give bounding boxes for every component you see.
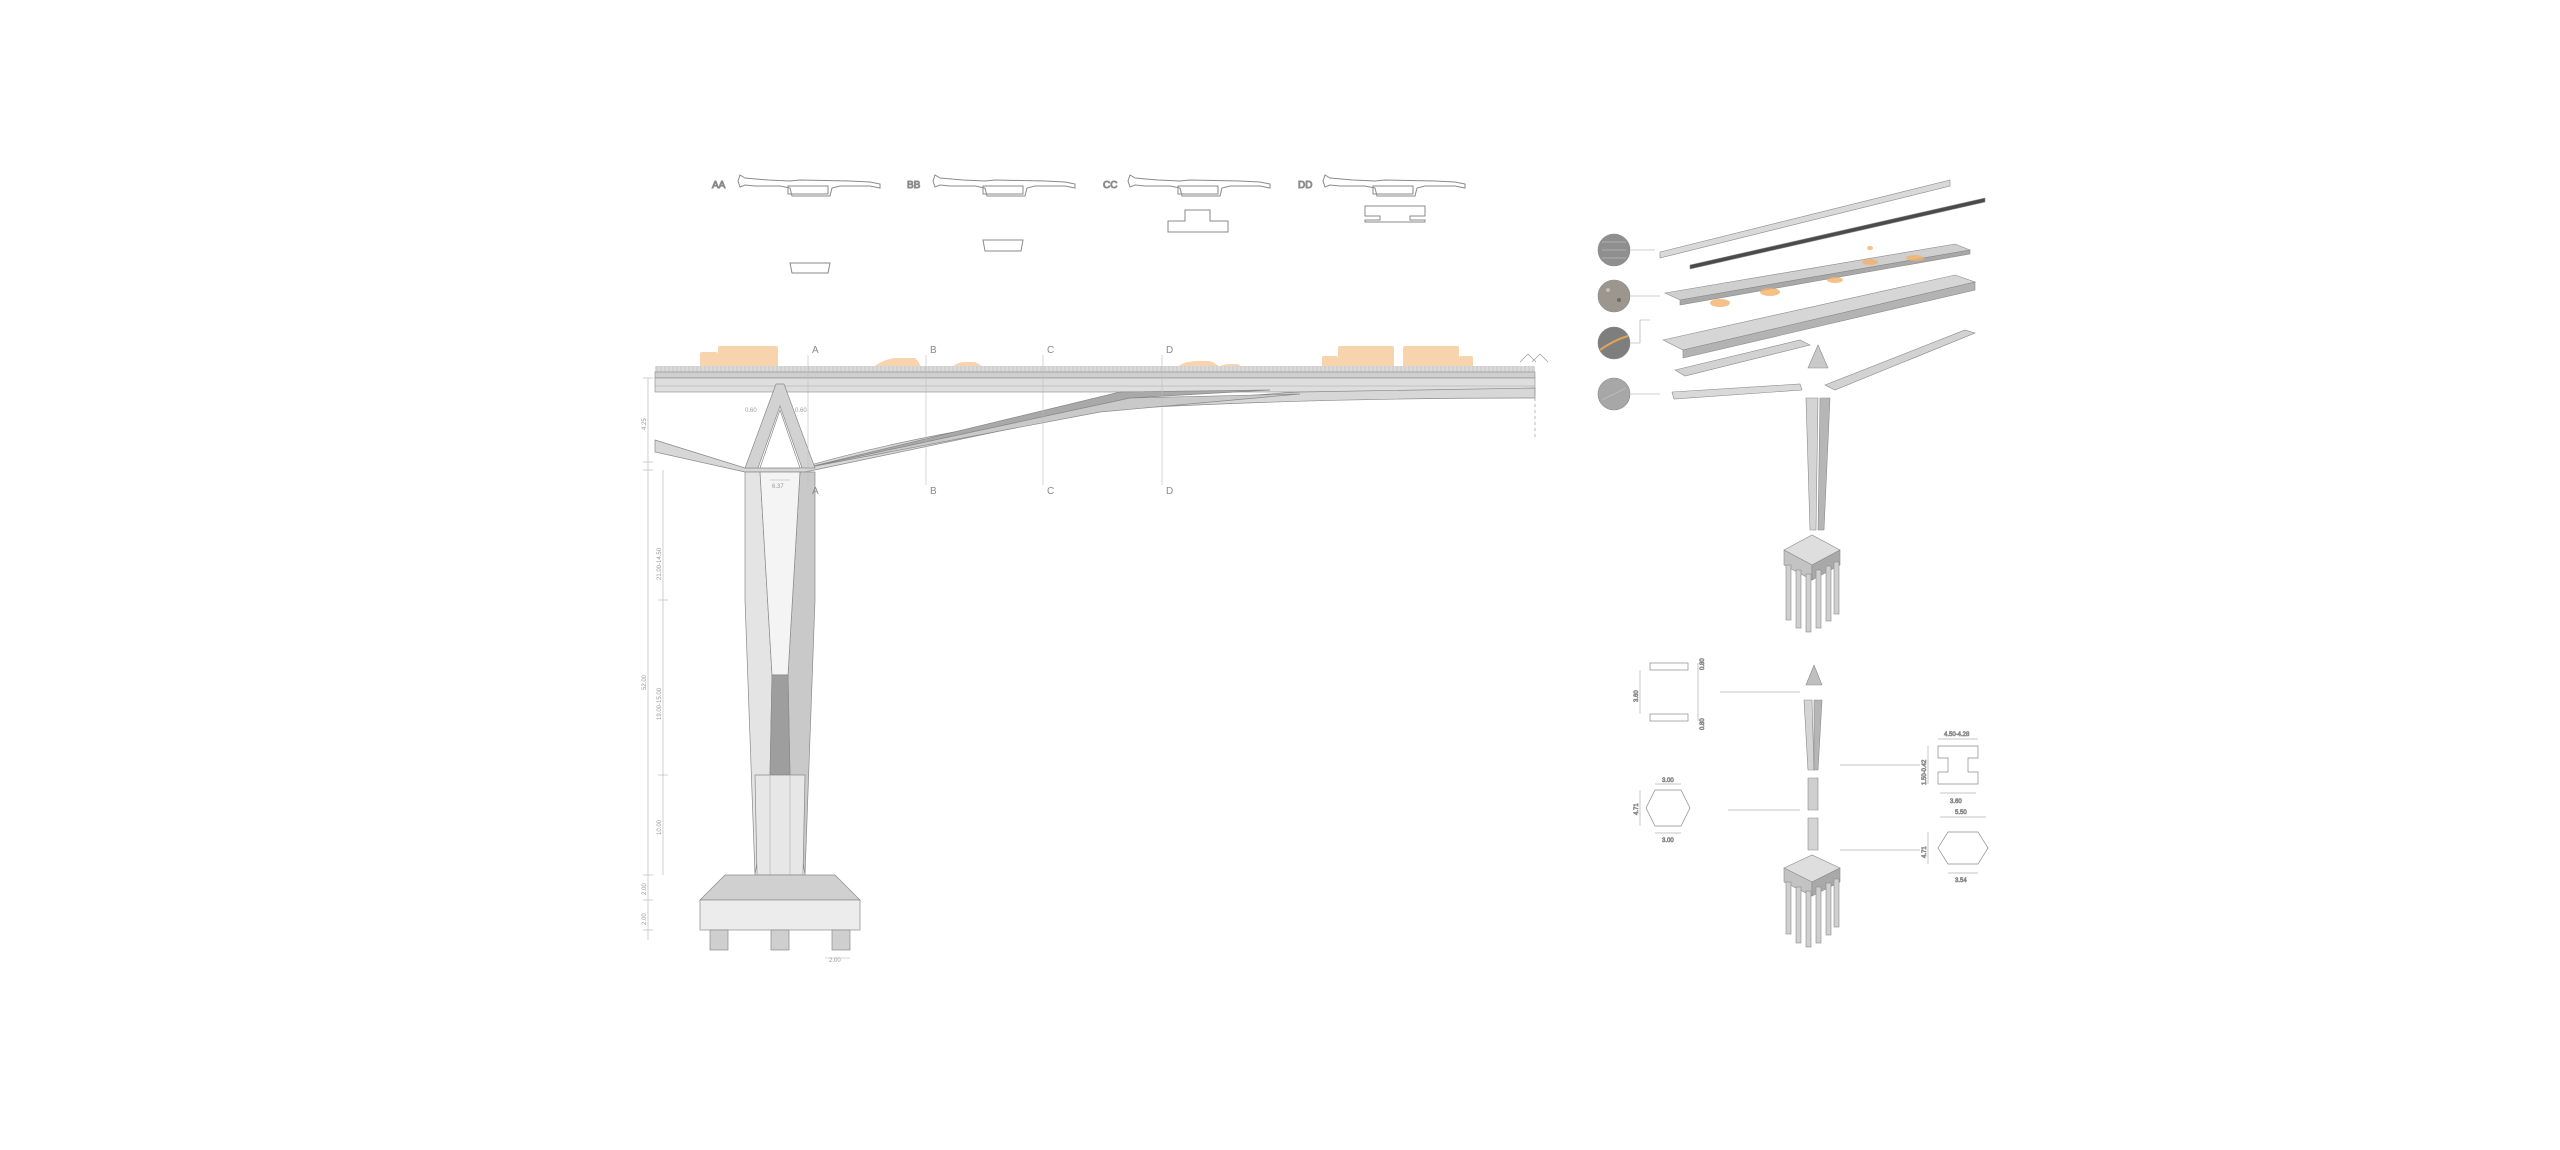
abutment-marker bbox=[1519, 353, 1549, 440]
cross-sections-row: AA BB CC DD bbox=[712, 174, 1466, 274]
pile-1 bbox=[709, 929, 729, 951]
truck-2 bbox=[1338, 346, 1394, 370]
pile-2 bbox=[770, 929, 790, 951]
cut-d-top: D bbox=[1166, 345, 1173, 356]
truck-3 bbox=[1403, 346, 1459, 370]
detail-plates bbox=[1639, 662, 1800, 722]
steel-swatch-icon bbox=[1597, 319, 1650, 360]
dim-i-top: 4.50-4.28 bbox=[1944, 732, 1970, 738]
dim-strut-left: 0.60 bbox=[745, 408, 757, 414]
truck-1 bbox=[718, 346, 778, 370]
section-title-aa: AA bbox=[712, 180, 726, 191]
section-title-cc: CC bbox=[1103, 180, 1117, 191]
dim-i-height: 1.50-0.42 bbox=[1922, 759, 1928, 785]
dim-hex-right-top: 5.50 bbox=[1955, 810, 1967, 816]
section-cc-profile bbox=[1127, 174, 1271, 233]
railing-swatch-icon bbox=[1597, 233, 1655, 267]
cut-b-top: B bbox=[930, 345, 937, 356]
section-title-dd: DD bbox=[1298, 180, 1312, 191]
cut-b-bottom: B bbox=[930, 486, 937, 497]
exploded-deck bbox=[1662, 274, 1977, 377]
deck-railing bbox=[655, 366, 1535, 372]
deck bbox=[654, 371, 1536, 393]
truck-1-cab bbox=[700, 352, 718, 370]
dim-i-bottom: 3.60 bbox=[1950, 799, 1962, 805]
dim-plates-bottom: 0.80 bbox=[1700, 718, 1706, 730]
dim-pier-upper: 21.00-14.50 bbox=[657, 547, 663, 580]
exploded-pier bbox=[1783, 397, 1841, 633]
cut-c-top: C bbox=[1047, 345, 1054, 356]
cut-c-bottom: C bbox=[1047, 486, 1054, 497]
detail-i-section bbox=[1840, 738, 1979, 794]
section-cuts bbox=[807, 355, 1163, 485]
exploded-railing bbox=[1659, 179, 1986, 270]
dim-plates-gap: 3.60 bbox=[1634, 690, 1640, 702]
section-bb-profile bbox=[932, 174, 1076, 252]
section-title-bb: BB bbox=[907, 180, 921, 191]
dim-footing-b: 2.00 bbox=[642, 913, 648, 925]
a-frame bbox=[744, 383, 816, 469]
dim-footing-a: 2.00 bbox=[642, 883, 648, 895]
dim-hex-right-bottom: 3.54 bbox=[1955, 878, 1967, 884]
dim-pile: 2.00 bbox=[829, 958, 841, 964]
exploded-surface bbox=[1664, 243, 1972, 307]
dim-pier-total: 52.00 bbox=[642, 674, 648, 690]
dim-hex-left-top: 3.00 bbox=[1662, 778, 1674, 784]
dim-plates-top: 0.80 bbox=[1700, 658, 1706, 670]
main-girder bbox=[654, 387, 1536, 473]
asphalt-swatch-icon bbox=[1597, 279, 1660, 313]
dim-hex-left-bottom: 3.00 bbox=[1662, 838, 1674, 844]
exploded-girder bbox=[1671, 329, 1976, 400]
concrete-swatch-icon bbox=[1597, 377, 1660, 411]
dim-hex-left-height: 4.71 bbox=[1634, 803, 1640, 815]
cut-a-bottom: A bbox=[812, 486, 819, 497]
bridge-elevation: A B C D A B C D 0.60 0.60 6.37 4.25 21.0… bbox=[642, 345, 1549, 964]
dimension-lines bbox=[643, 377, 850, 959]
dim-pier-mid: 19.00-15.00 bbox=[657, 687, 663, 720]
section-dd-profile bbox=[1322, 174, 1466, 223]
detail-sections: 0.80 3.60 0.80 3.00 4.71 3.00 4.50-4.28 … bbox=[1634, 657, 1989, 884]
dim-hex-right-height: 4.71 bbox=[1922, 846, 1928, 858]
pile-3 bbox=[831, 929, 851, 951]
cut-a-top: A bbox=[812, 345, 819, 356]
footing bbox=[699, 874, 861, 951]
detail-hex-left bbox=[1639, 783, 1800, 834]
dim-pier-lower: 10.00 bbox=[657, 819, 663, 835]
dim-node-width: 6.37 bbox=[772, 484, 784, 490]
dim-strut-right: 0.60 bbox=[795, 408, 807, 414]
section-aa-profile bbox=[737, 174, 881, 274]
cut-d-bottom: D bbox=[1166, 486, 1173, 497]
pier bbox=[744, 471, 816, 876]
detail-hex-right bbox=[1840, 816, 1989, 874]
exploded-pier-lower bbox=[1783, 664, 1841, 948]
dim-deck-depth: 4.25 bbox=[642, 418, 648, 430]
exploded-axonometric bbox=[1597, 179, 1986, 948]
